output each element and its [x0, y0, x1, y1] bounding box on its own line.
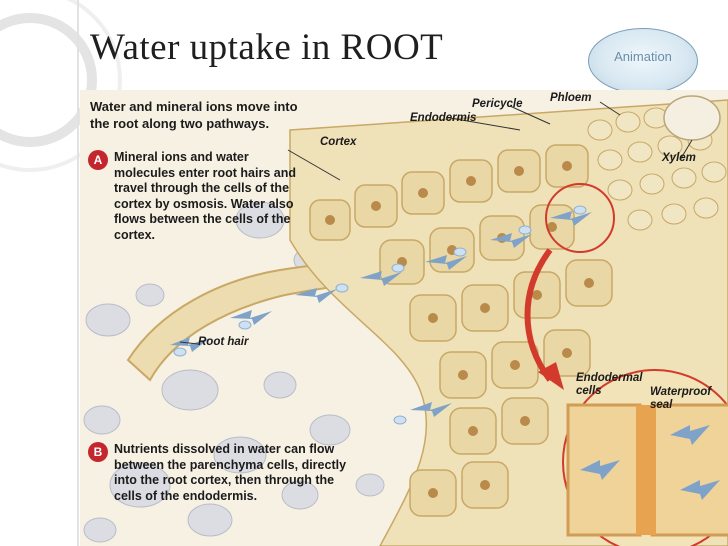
label-endodermal-cells: Endodermal cells: [576, 372, 643, 397]
label-cortex: Cortex: [320, 136, 357, 148]
inset-arrows: [580, 425, 720, 500]
xylem-vessel: [663, 95, 721, 141]
water-flow-arrows: [170, 211, 592, 417]
animation-button-label: Animation: [614, 48, 672, 64]
label-xylem: Xylem: [662, 152, 696, 164]
step-a-marker: A: [88, 150, 108, 170]
label-pericycle: Pericycle: [472, 98, 523, 110]
step-a-text: Mineral ions and water molecules enter r…: [114, 150, 296, 242]
label-phloem: Phloem: [550, 92, 592, 104]
label-waterproof-seal: Waterproof seal: [650, 386, 712, 411]
cell-nuclei: [325, 161, 594, 498]
label-root-hair: Root hair: [198, 336, 249, 348]
leader-lines: [179, 101, 693, 345]
root-diagram: Water and mineral ions move into the roo…: [80, 90, 728, 546]
endodermis-highlight-circle: [545, 183, 615, 253]
vascular-cells: [587, 103, 727, 231]
figure-intro-text: Water and mineral ions move into the roo…: [90, 99, 298, 131]
root-illustration: [83, 95, 728, 546]
waterproof-seal-band: [636, 405, 656, 535]
slide-title: Water uptake in ROOT: [90, 27, 444, 68]
water-droplets: [173, 205, 587, 425]
step-b-text: Nutrients dissolved in water can flow be…: [114, 442, 347, 503]
step-b-marker: B: [88, 442, 108, 462]
endodermal-cell-right: [650, 403, 728, 537]
zoom-arrow-head: [538, 362, 564, 390]
animation-button[interactable]: Animation: [588, 28, 698, 94]
zoom-arrow: [524, 248, 553, 382]
label-endodermis: Endodermis: [410, 112, 477, 124]
